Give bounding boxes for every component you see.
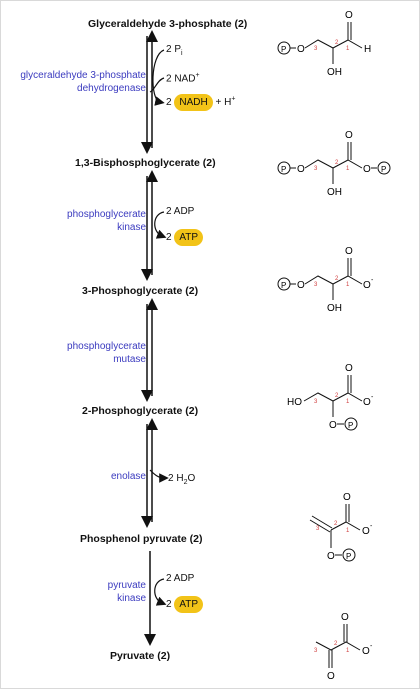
enzyme-pk-line1: pyruvate bbox=[107, 580, 146, 591]
s1-p: P bbox=[281, 45, 286, 54]
reagent-nad: 2 NAD+ bbox=[166, 72, 200, 85]
s5-o-bottom: O bbox=[327, 551, 335, 562]
s2-p1: P bbox=[281, 165, 286, 174]
s3-oh: OH bbox=[327, 303, 342, 314]
compound-3-phosphoglycerate: 3-Phosphoglycerate (2) bbox=[82, 285, 199, 297]
s4-o-bottom: O bbox=[329, 420, 337, 431]
s1-h: H bbox=[364, 44, 371, 55]
s4-o-minus: O bbox=[363, 397, 371, 408]
s2-n1: 1 bbox=[346, 166, 350, 172]
s2-o1: O bbox=[297, 164, 305, 175]
s1-oh: OH bbox=[327, 67, 342, 78]
curve-step4 bbox=[149, 469, 169, 483]
s4-n3: 3 bbox=[314, 399, 318, 405]
curve-step5 bbox=[154, 578, 167, 606]
enzyme-phosphoglycerate-kinase: phosphoglycerate kinase bbox=[0, 208, 146, 234]
s1-n1: 1 bbox=[346, 46, 350, 52]
enzyme-pgm-line1: phosphoglycerate bbox=[67, 341, 146, 352]
s4-ho: HO bbox=[287, 397, 302, 408]
s4-n1: 1 bbox=[346, 399, 350, 405]
s1-o: O bbox=[297, 44, 305, 55]
nadh-highlight: NADH bbox=[174, 94, 213, 111]
structure-2pg: HO O O - O P 3 2 1 bbox=[287, 363, 374, 431]
s6-minus: - bbox=[370, 643, 373, 650]
s4-p: P bbox=[348, 421, 353, 430]
enzyme-pgk-line2: kinase bbox=[117, 222, 146, 233]
compound-1-3-bisphosphoglycerate: 1,3-Bisphosphoglycerate (2) bbox=[75, 157, 216, 169]
structure-13bpg: P O O O P OH 3 2 1 bbox=[277, 130, 391, 198]
s5-o-top: O bbox=[343, 492, 351, 503]
s6-o-bottom: O bbox=[327, 671, 335, 682]
structure-g3p: P O O H OH 3 2 1 bbox=[277, 10, 371, 78]
enzyme-gapdh-line2: dehydrogenase bbox=[77, 83, 146, 94]
s5-o-minus: O bbox=[362, 526, 370, 537]
s4-o-top: O bbox=[345, 363, 353, 374]
s6-n3: 3 bbox=[314, 648, 318, 654]
curve-step1 bbox=[152, 49, 165, 106]
product-water: 2 H2O bbox=[168, 473, 196, 486]
product-atp-1: 2 ATP bbox=[166, 229, 204, 246]
s1-n2: 2 bbox=[335, 40, 339, 46]
s5-n1: 1 bbox=[346, 528, 350, 534]
s3-n2: 2 bbox=[335, 276, 339, 282]
curve-step2 bbox=[154, 211, 167, 239]
enzyme-pyruvate-kinase: pyruvate kinase bbox=[0, 579, 146, 605]
s2-n2: 2 bbox=[335, 160, 339, 166]
structure-pyruvate: O O O - 3 2 1 bbox=[314, 612, 373, 682]
s3-minus: - bbox=[371, 277, 374, 284]
reagent-adp-2: 2 ADP bbox=[166, 573, 195, 584]
s6-o-minus: O bbox=[362, 646, 370, 657]
s5-minus: - bbox=[370, 523, 373, 530]
s3-n1: 1 bbox=[346, 282, 350, 288]
enzyme-phosphoglycerate-mutase: phosphoglycerate mutase bbox=[0, 340, 146, 366]
s1-n3: 3 bbox=[314, 46, 318, 52]
compound-pyruvate: Pyruvate (2) bbox=[110, 650, 171, 662]
enzyme-pk-line2: kinase bbox=[117, 593, 146, 604]
s2-o2: O bbox=[363, 164, 371, 175]
s3-o-minus: O bbox=[363, 280, 371, 291]
s3-o: O bbox=[297, 280, 305, 291]
s3-o-top: O bbox=[345, 246, 353, 257]
enzyme-pgk-line1: phosphoglycerate bbox=[67, 209, 146, 220]
enzyme-enolase: enolase bbox=[0, 470, 146, 483]
s5-n2: 2 bbox=[334, 521, 338, 527]
compound-glyceraldehyde-3-phosphate: Glyceraldehyde 3-phosphate (2) bbox=[88, 18, 248, 30]
s6-n2: 2 bbox=[334, 641, 338, 647]
structure-3pg: P O O O - OH 3 2 1 bbox=[277, 246, 374, 314]
s5-p: P bbox=[346, 552, 351, 561]
product-atp-2: 2 ATP bbox=[166, 596, 204, 613]
atp-highlight-1: ATP bbox=[174, 229, 204, 246]
structure-pep: O O - O P 3 2 1 bbox=[309, 492, 373, 562]
atp-highlight-2: ATP bbox=[174, 596, 204, 613]
product-nadh: 2 NADH + H+ bbox=[166, 94, 235, 111]
s3-p: P bbox=[281, 281, 286, 290]
s1-o-top: O bbox=[345, 10, 353, 21]
s3-n3: 3 bbox=[314, 282, 318, 288]
reagent-adp-1: 2 ADP bbox=[166, 206, 195, 217]
enzyme-gapdh: glyceraldehyde 3-phosphate dehydrogenase bbox=[0, 69, 146, 95]
enzyme-pgm-line2: mutase bbox=[113, 354, 146, 365]
compound-2-phosphoglycerate: 2-Phosphoglycerate (2) bbox=[82, 405, 199, 417]
s2-oh: OH bbox=[327, 187, 342, 198]
enzyme-enolase-line1: enolase bbox=[110, 471, 146, 482]
s5-n3: 3 bbox=[316, 526, 320, 532]
s2-p2: P bbox=[381, 165, 386, 174]
s2-o-top: O bbox=[345, 130, 353, 141]
s4-minus: - bbox=[371, 394, 374, 401]
s6-o-top: O bbox=[341, 612, 349, 623]
compound-phosphenol-pyruvate: Phosphenol pyruvate (2) bbox=[80, 533, 203, 545]
s2-n3: 3 bbox=[314, 166, 318, 172]
s4-n2: 2 bbox=[335, 393, 339, 399]
reagent-pi: 2 Pi bbox=[166, 44, 183, 57]
s6-n1: 1 bbox=[346, 648, 350, 654]
enzyme-gapdh-line1: glyceraldehyde 3-phosphate bbox=[20, 70, 146, 81]
